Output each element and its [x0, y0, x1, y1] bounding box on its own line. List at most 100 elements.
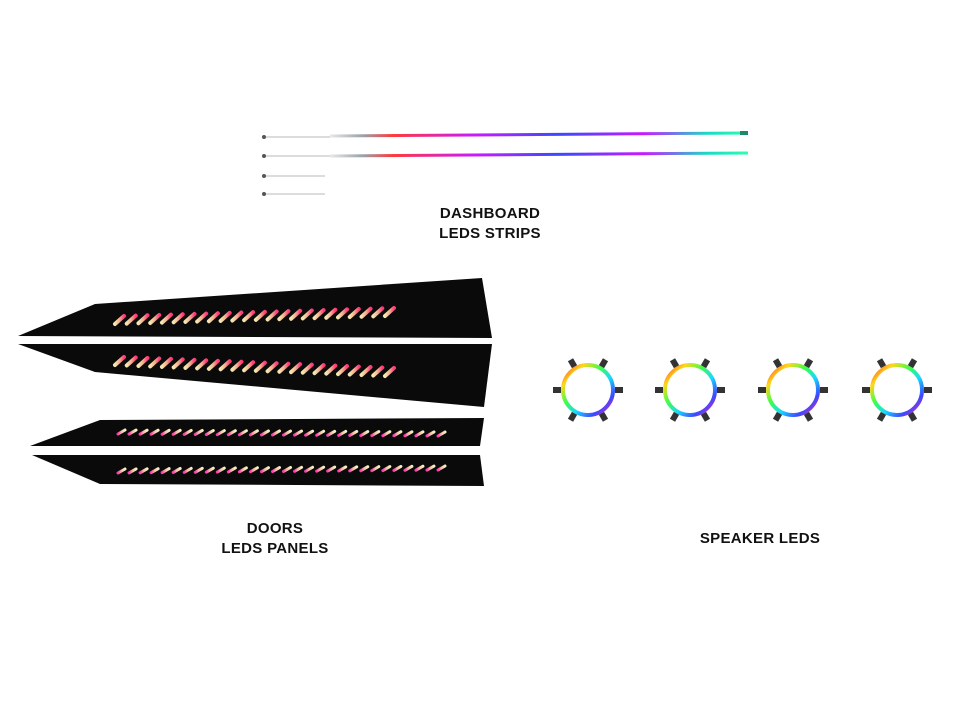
led-dash [124, 355, 138, 368]
mount-tab [567, 411, 578, 422]
led-dash [359, 306, 373, 319]
mount-tab [876, 358, 887, 369]
led-dash [218, 310, 232, 323]
mount-tab [598, 411, 609, 422]
led-dash [206, 311, 220, 324]
led-dash [259, 429, 270, 437]
led-dash [414, 464, 425, 472]
dashboard-label-line-2: LEDS STRIPS [439, 225, 541, 242]
led-dash [230, 310, 244, 323]
mount-tab [862, 387, 870, 393]
led-dash [392, 430, 403, 438]
led-dash [113, 355, 126, 367]
led-dash [242, 310, 256, 323]
led-dash [425, 464, 436, 472]
led-dash [277, 309, 291, 322]
led-dash [282, 465, 293, 473]
led-dash [171, 357, 185, 370]
mount-tab [876, 411, 887, 422]
led-dash [193, 466, 204, 474]
led-dash [127, 428, 138, 436]
led-dash [138, 428, 149, 436]
led-dash [259, 466, 270, 474]
ring-led [561, 363, 615, 417]
led-dash [237, 466, 248, 474]
led-dash [371, 306, 385, 319]
mount-tab [669, 411, 680, 422]
led-dash [248, 466, 259, 474]
led-dash [253, 309, 267, 322]
led-dash [171, 428, 182, 436]
led-dash [425, 430, 436, 438]
mount-tab [924, 387, 932, 393]
led-dash [383, 306, 396, 318]
led-dash [124, 313, 138, 326]
led-dash [193, 428, 204, 436]
mount-tab [598, 358, 609, 369]
led-dash [289, 308, 303, 321]
speaker-ring-1 [553, 358, 623, 422]
led-dash [113, 314, 126, 326]
led-dash [326, 429, 337, 437]
ring-led [766, 363, 820, 417]
dashboard-strip-2 [262, 151, 749, 158]
led-dash [304, 465, 315, 473]
mount-tab [655, 387, 663, 393]
led-dash [403, 464, 414, 472]
door-panels [18, 278, 492, 486]
led-dash [370, 430, 381, 438]
led-dash [347, 364, 361, 377]
led-dash [436, 430, 447, 438]
led-dash [315, 429, 326, 437]
mount-tab [907, 358, 918, 369]
led-dash [414, 430, 425, 438]
led-dash [359, 365, 373, 378]
mount-tab [567, 358, 578, 369]
led-dash [324, 307, 338, 320]
led-dash [253, 360, 267, 373]
led-dash [226, 466, 237, 474]
led-dash [436, 464, 447, 472]
mount-tab [669, 358, 680, 369]
mount-tab [803, 358, 814, 369]
led-dash [218, 359, 232, 372]
door-panel-3 [30, 418, 484, 446]
led-dash [159, 356, 173, 369]
led-dash [160, 428, 171, 436]
mount-tab [758, 387, 766, 393]
led-dash [277, 361, 291, 374]
led-dash [206, 358, 220, 371]
dashboard-label-line-1: DASHBOARD [439, 205, 541, 222]
led-dash [270, 429, 281, 437]
doors-label-line-1: DOORS [246, 520, 304, 537]
mount-tab [700, 411, 711, 422]
led-dash [204, 466, 215, 474]
mount-tab [700, 358, 711, 369]
led-dash [215, 466, 226, 474]
led-dash [248, 429, 259, 437]
led-dash [300, 362, 314, 375]
led-dash [116, 428, 127, 436]
dashboard-strip-1 [262, 131, 749, 139]
dashboard-strip-3 [262, 173, 430, 178]
led-dash [348, 465, 359, 473]
led-dash [230, 359, 244, 372]
led-dash [304, 429, 315, 437]
door-panel-4 [32, 455, 484, 486]
led-dash [149, 467, 160, 475]
led-dash [136, 355, 150, 368]
led-dash [195, 358, 209, 371]
dashboard-strips [262, 131, 749, 196]
led-dash [324, 363, 338, 376]
led-dash [336, 307, 350, 320]
led-dash [116, 467, 127, 475]
mount-tab [772, 411, 783, 422]
led-dash [347, 307, 361, 320]
doors-label: DOORS LEDS PANELS [180, 519, 370, 559]
dashboard-label: DASHBOARD LEDS STRIPS [400, 204, 580, 244]
led-dash [312, 363, 326, 376]
led-dash [136, 313, 150, 326]
mount-tab [820, 387, 828, 393]
door-panel-1 [18, 278, 492, 338]
